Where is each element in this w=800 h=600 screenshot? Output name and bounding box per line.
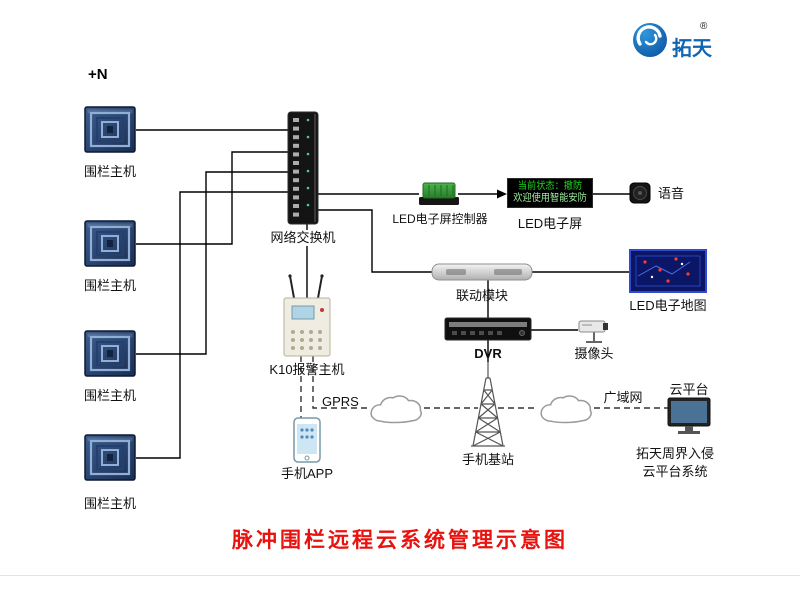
connector-lines (136, 129, 630, 459)
cloud-platform-label: 云平台 (669, 382, 709, 397)
linkage-module-icon (431, 263, 533, 281)
gprs-label: GPRS (322, 394, 359, 409)
brand-logo-icon (633, 23, 667, 57)
k10-host-label: K10报警主机 (269, 362, 345, 377)
registered-mark: ® (700, 21, 708, 32)
linkage-module-label: 联动模块 (455, 288, 508, 303)
dvr-label: DVR (474, 346, 502, 361)
bottom-divider (0, 575, 800, 576)
led-controller-label: LED电子屏控制器 (392, 212, 488, 226)
wan-label: 广域网 (598, 390, 648, 407)
led-screen-display: 当前状态：撤防 欢迎使用智能安防 (507, 178, 593, 208)
phone-icon (293, 417, 321, 463)
fence-host-icon-1 (84, 106, 136, 154)
led-screen-line2: 欢迎使用智能安防 (513, 193, 587, 204)
cloud-platform-caption-1: 拓天周界入侵 (635, 446, 714, 461)
arrowhead (497, 189, 507, 199)
camera-label: 摄像头 (574, 346, 614, 361)
cell-tower-icon (471, 362, 505, 447)
voice-label: 语音 (657, 186, 684, 201)
led-map-icon (629, 249, 707, 293)
dvr-icon (444, 317, 532, 341)
switch-label: 网络交换机 (268, 230, 338, 247)
led-controller-icon (419, 182, 459, 205)
fence-host-label-1: 围栏主机 (83, 164, 136, 179)
monitor-icon (667, 397, 711, 434)
phone-app-label: 手机APP (280, 466, 333, 481)
cloud-platform-caption-2: 云平台系统 (642, 464, 708, 479)
count-note: +N (88, 66, 108, 83)
fence-host-icon-4 (84, 434, 136, 482)
diagram-title: 脉冲围栏远程云系统管理示意图 (232, 529, 568, 552)
fence-host-label-3: 围栏主机 (83, 388, 136, 403)
network-switch-icon (287, 111, 319, 225)
camera-icon (578, 320, 608, 343)
fence-host-label-2: 围栏主机 (83, 278, 136, 293)
fence-host-icon-2 (84, 220, 136, 268)
dashed-connector-lines (300, 356, 668, 418)
led-screen-line1: 当前状态：撤防 (517, 181, 583, 192)
voice-speaker-icon (629, 182, 651, 204)
fence-host-icon-3 (84, 330, 136, 378)
cloud-icon-2 (540, 395, 592, 424)
led-screen-label: LED电子屏 (517, 216, 583, 231)
base-station-label: 手机基站 (461, 452, 514, 467)
cloud-icon-1 (370, 395, 422, 424)
fence-host-label-4: 围栏主机 (83, 496, 136, 511)
k10-alarm-host-icon (283, 274, 331, 357)
led-map-label: LED电子地图 (629, 298, 707, 313)
brand-name: 拓天 (672, 38, 712, 60)
